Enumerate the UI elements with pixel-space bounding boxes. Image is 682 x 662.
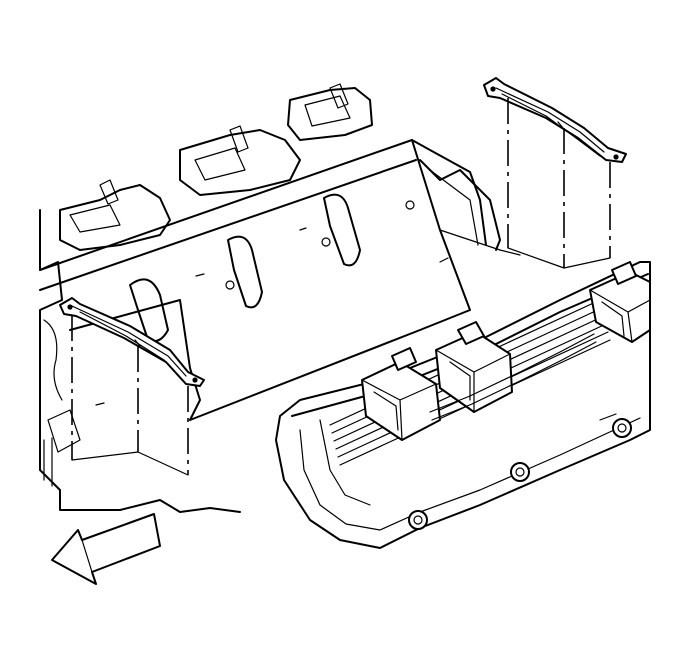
alignment-lines-right	[507, 98, 611, 269]
ignition-coil-bracket-left	[59, 297, 205, 387]
ignition-coil-bracket-right	[483, 77, 627, 163]
cover-bolt	[408, 510, 428, 530]
coil-harness	[429, 333, 595, 413]
ignition-coil	[435, 321, 513, 413]
ignition-coil	[361, 347, 441, 441]
front-direction-arrow	[51, 513, 161, 585]
cover-bolt	[510, 462, 530, 482]
cover-bolt	[612, 418, 632, 438]
alignment-lines-left	[71, 315, 189, 476]
ignition-coil	[589, 261, 651, 343]
